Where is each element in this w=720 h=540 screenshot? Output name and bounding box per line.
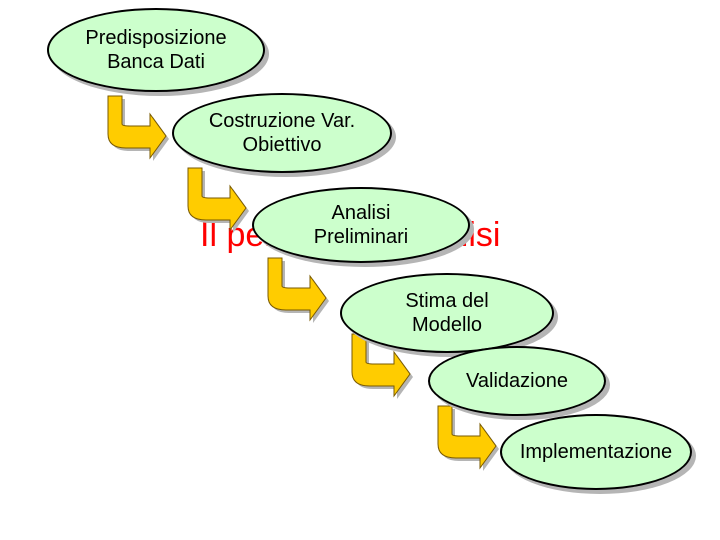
step-validazione: Validazione [428,346,606,416]
bent-arrow-icon [267,257,327,322]
step-stima-del-modello: Stima del Modello [340,273,554,353]
step-implementazione: Implementazione [500,414,692,490]
step-costruzione-var-obiettivo: Costruzione Var. Obiettivo [172,93,392,173]
step-predisposizione-banca-dati: Predisposizione Banca Dati [47,8,265,92]
bent-arrow-icon [107,95,167,160]
bent-arrow-icon [187,167,247,232]
bent-arrow-icon [351,333,411,398]
step-analisi-preliminari: Analisi Preliminari [252,187,470,263]
bent-arrow-icon [437,405,497,470]
